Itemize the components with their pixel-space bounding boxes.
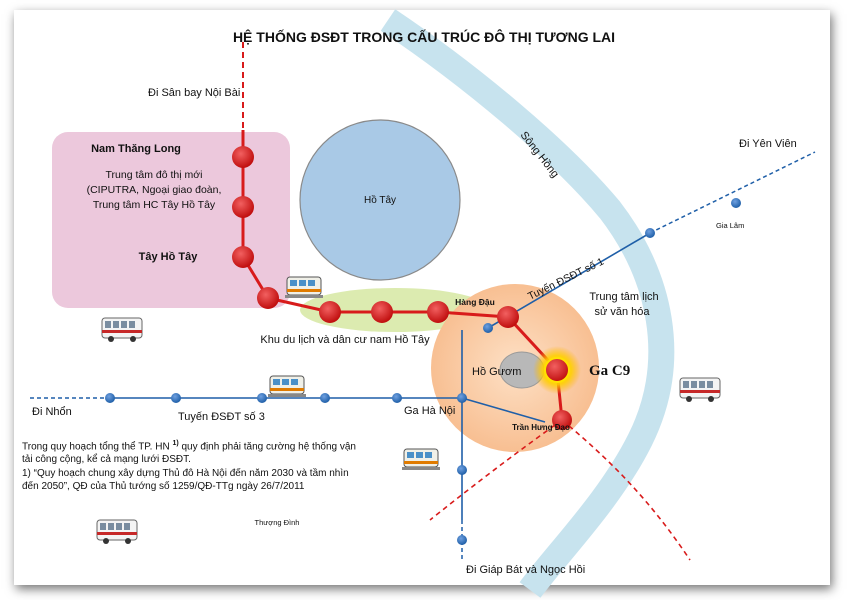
label-new-city-2: (CIPUTRA, Ngoại giao đoàn, [87, 184, 222, 196]
label-historic-2: sử văn hóa [594, 306, 650, 318]
bus-icon [101, 317, 143, 343]
train-icon [401, 448, 441, 471]
label-thuong-dinh: Thượng Đình [255, 518, 300, 527]
label-tran-hung-dao: Trần Hưng Đạo [512, 423, 570, 432]
ho-tay-lake [299, 119, 461, 281]
bus-icon [679, 377, 721, 403]
label-historic-1: Trung tâm lịch [589, 291, 658, 303]
bus-icon [96, 519, 138, 545]
label-tay-ho-tay: Tây Hồ Tây [139, 251, 199, 263]
train-icon [267, 375, 307, 398]
label-noi-bai: Đi Sân bay Nội Bài [148, 87, 240, 99]
train-icon [284, 276, 324, 299]
label-di-nhon: Đi Nhổn [32, 406, 72, 418]
blue-dotted-yen-vien [649, 151, 816, 234]
label-giap-bat: Đi Giáp Bát và Ngọc Hồi [466, 564, 585, 576]
label-ho-guom: Hồ Gươm [472, 366, 521, 378]
label-yen-vien: Đi Yên Viên [739, 138, 797, 150]
label-ho-tay: Hồ Tây [364, 194, 396, 206]
planning-note: Trong quy hoạch tổng thể TP. HN 1) quy đ… [22, 437, 367, 494]
label-gia-lam: Gia Lâm [716, 221, 744, 230]
red-stations [232, 146, 572, 430]
label-tourism: Khu du lịch và dân cư nam Hồ Tây [260, 334, 430, 346]
page-title: HỆ THỐNG ĐSĐT TRONG CẤU TRÚC ĐÔ THỊ TƯƠN… [233, 28, 615, 45]
note-paragraph-2: 1) “Quy hoạch chung xây dựng Thủ đô Hà N… [22, 468, 349, 493]
blue-stations [105, 198, 741, 545]
label-ga-c9: Ga C9 [589, 363, 630, 379]
north-zone [52, 132, 290, 308]
label-new-city-3: Trung tâm HC Tây Hồ Tây [93, 199, 216, 211]
song-hong-river [380, 9, 675, 598]
label-hang-dau: Hàng Đậu [455, 297, 495, 307]
label-ga-ha-noi: Ga Hà Nội [404, 405, 455, 417]
note-paragraph-1: Trong quy hoạch tổng thể TP. HN 1) quy đ… [22, 440, 356, 466]
label-nam-thang-long: Nam Thăng Long [91, 143, 181, 155]
label-line-3: Tuyến ĐSĐT số 3 [178, 411, 265, 423]
red-dashed-southwest [429, 419, 563, 521]
label-new-city-1: Trung tâm đô thị mới [106, 169, 203, 181]
red-dashed-southeast [561, 419, 691, 561]
